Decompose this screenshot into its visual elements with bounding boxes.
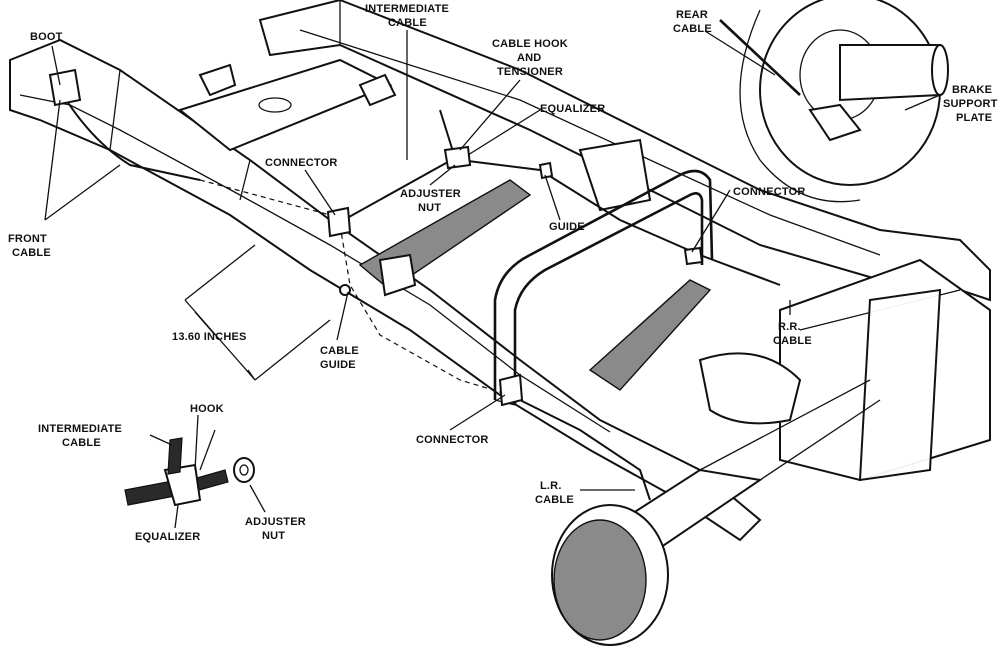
label-adjuster-nut-top-1: ADJUSTER (400, 188, 461, 200)
cable-hardware (48, 63, 704, 407)
label-rear-cable-1: REAR (676, 9, 708, 21)
label-connector-right: CONNECTOR (733, 186, 806, 198)
label-front-cable-2: CABLE (12, 247, 51, 259)
lr-cable-line (509, 394, 651, 501)
label-dimension: 13.60 INCHES (172, 331, 247, 343)
label-connector-bottom: CONNECTOR (416, 434, 489, 446)
label-cable-guide-2: GUIDE (320, 359, 356, 371)
crossmembers (177, 58, 991, 482)
label-brake-plate-1: BRAKE (952, 84, 992, 96)
label-brake-plate-3: PLATE (956, 112, 992, 124)
label-intermediate-cable-2: CABLE (388, 17, 427, 29)
label-cable-hook-1: CABLE HOOK (492, 38, 568, 50)
label-connector-left: CONNECTOR (265, 157, 338, 169)
label-rr-cable-1: R.R. (778, 321, 801, 333)
brake-drum-inset (719, 0, 949, 203)
label-lr-cable-1: L.R. (540, 480, 562, 492)
connector-part-left (326, 206, 352, 238)
intermediate-cable-line (339, 157, 456, 223)
equalizer-part (443, 145, 472, 170)
label-adjuster-nut-top-2: NUT (418, 202, 441, 214)
label-inset-intermediate-1: INTERMEDIATE (38, 423, 122, 435)
label-brake-plate-2: SUPPORT (943, 98, 998, 110)
label-hook: HOOK (190, 403, 224, 415)
label-front-cable-1: FRONT (8, 233, 47, 245)
rear-cable-line (459, 159, 781, 286)
label-equalizer-top: EQUALIZER (540, 103, 605, 115)
label-rr-cable-2: CABLE (773, 335, 812, 347)
label-cable-hook-3: TENSIONER (497, 66, 563, 78)
label-adjuster-nut-inset-1: ADJUSTER (245, 516, 306, 528)
label-adjuster-nut-inset-2: NUT (262, 530, 285, 542)
label-equalizer-inset: EQUALIZER (135, 531, 200, 543)
leader-lines (44, 30, 941, 529)
brake-cables (59, 89, 781, 501)
label-guide: GUIDE (549, 221, 585, 233)
label-rear-cable-2: CABLE (673, 23, 712, 35)
label-lr-cable-2: CABLE (535, 494, 574, 506)
rear-axle-assembly (551, 352, 881, 646)
label-cable-hook-2: AND (517, 52, 541, 64)
label-intermediate-cable-1: INTERMEDIATE (365, 3, 449, 15)
dimension-13-60 (184, 244, 331, 381)
label-cable-guide-1: CABLE (320, 345, 359, 357)
label-boot: BOOT (30, 31, 63, 43)
equalizer-inset (124, 429, 255, 507)
label-inset-intermediate-2: CABLE (62, 437, 101, 449)
seat-rail-right (588, 279, 712, 391)
